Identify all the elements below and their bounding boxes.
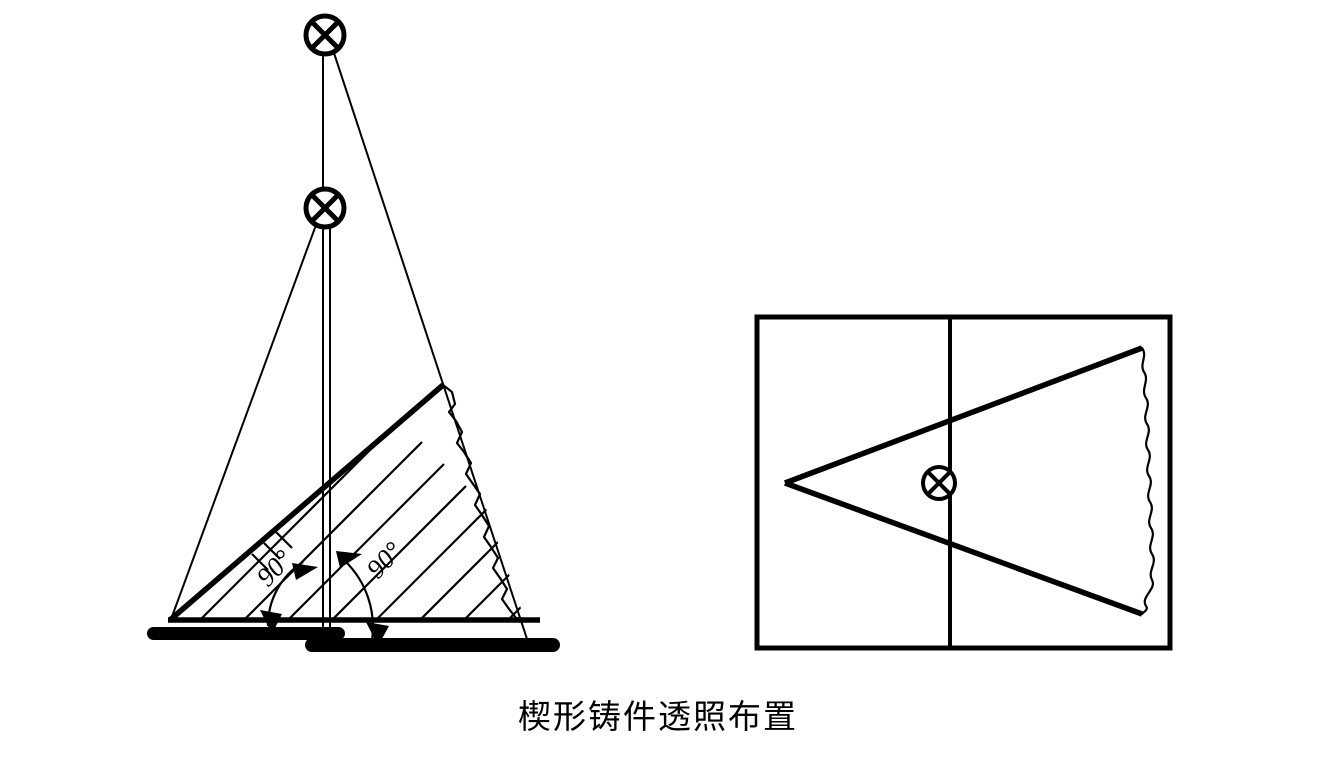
film-strip-right [305, 638, 560, 652]
angle-ticks-left [251, 531, 293, 571]
beam-right-edge [332, 49, 529, 643]
crossed-circle-icon-stroke-b [926, 470, 952, 496]
source-symbol-upper [303, 13, 347, 57]
side-elevation-view: 90° 90° [147, 13, 560, 652]
figure-caption: 楔形铸件透照布置 [518, 697, 798, 736]
angle-arrowhead-left-lower [260, 610, 282, 634]
wedge-plan-lower-edge [784, 480, 1143, 617]
beam-left-edge [169, 224, 317, 623]
source-symbol-plan [921, 465, 957, 501]
angle-label-right: 90° [360, 536, 408, 584]
film-strips [147, 627, 560, 652]
plan-view [754, 314, 1173, 651]
angle-arc-right [344, 560, 374, 641]
angle-arrowhead-left-upper [292, 563, 318, 580]
wedge-hypotenuse [168, 382, 445, 623]
angle-arrowhead-right-upper [336, 551, 362, 568]
crossed-circle-icon-stroke-b [309, 192, 341, 224]
wedge-plan-upper-edge [784, 345, 1143, 486]
angle-label-left: 90° [250, 544, 298, 592]
wedge-plan-break-edge [1140, 346, 1155, 616]
film-strip-left [147, 627, 345, 640]
source-symbol-lower [303, 186, 347, 230]
angle-arrowhead-right-lower [366, 622, 389, 646]
wedge-casting-plan [784, 345, 1155, 617]
wedge-break-edge [441, 383, 527, 622]
angle-dimension-right: 90° [336, 536, 408, 646]
crossed-circle-icon-stroke-b [309, 19, 341, 51]
plan-view-frame [754, 314, 1173, 651]
